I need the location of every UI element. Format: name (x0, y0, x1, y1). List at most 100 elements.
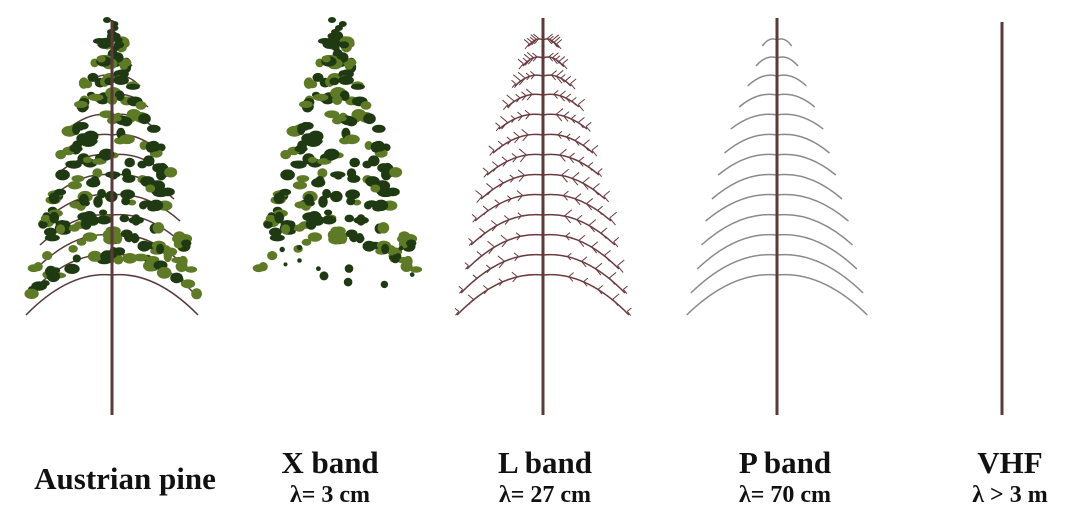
twig (495, 123, 499, 131)
needle-cluster (77, 212, 93, 221)
panel-name: Austrian pine (5, 462, 245, 496)
needle-cluster (41, 215, 51, 222)
needle-cluster (356, 235, 365, 243)
branch (712, 175, 777, 200)
twig (570, 79, 576, 89)
needle-cluster (356, 214, 365, 225)
twig (589, 220, 596, 232)
branch (697, 235, 777, 269)
needle-cluster (137, 161, 147, 169)
needle-cluster (270, 234, 285, 241)
twig (595, 263, 602, 275)
needle-cluster (69, 224, 80, 231)
needle-cluster (302, 212, 318, 221)
needle-cluster (308, 157, 317, 163)
tree-p-band (685, 0, 885, 420)
twig (524, 39, 529, 49)
needle-cluster (115, 37, 123, 43)
twig (488, 241, 495, 254)
panel-name: L band (465, 446, 625, 480)
label-l-band: L band λ= 27 cm (465, 446, 625, 510)
twig (592, 145, 598, 156)
needle-cluster (164, 167, 177, 177)
tree-austrian-pine (20, 0, 220, 420)
twig (502, 157, 507, 166)
twig (516, 94, 520, 102)
needle-cluster (88, 251, 102, 262)
twig (476, 190, 483, 202)
twig (578, 99, 584, 111)
needle-cluster (316, 176, 324, 183)
needle-cluster (410, 272, 415, 277)
needle-cluster (99, 210, 107, 216)
twig (579, 157, 584, 166)
needle-cluster (156, 244, 164, 254)
needle-cluster (305, 195, 314, 204)
branch (687, 275, 777, 315)
branch (543, 114, 587, 129)
needle-cluster (406, 240, 416, 247)
needle-cluster (97, 216, 112, 225)
twig (491, 221, 497, 231)
needle-cluster (147, 125, 161, 133)
wavelength-label: λ= 70 cm (700, 480, 870, 510)
twig (587, 198, 593, 209)
needle-cluster (297, 245, 302, 250)
needle-cluster (308, 232, 322, 242)
needle-cluster (345, 62, 354, 70)
needle-cluster (347, 175, 360, 183)
needle-cluster (363, 113, 376, 124)
needle-cluster (371, 142, 381, 153)
twig (499, 179, 504, 187)
needle-cluster (267, 251, 277, 260)
needle-cluster (113, 76, 129, 85)
branch (777, 175, 842, 200)
needle-cluster (138, 241, 151, 252)
needle-cluster (346, 197, 355, 205)
panel-name: P band (700, 446, 870, 480)
needle-cluster (389, 167, 402, 177)
needle-cluster (120, 62, 129, 70)
needle-cluster (263, 221, 272, 229)
needle-cluster (313, 73, 324, 82)
branch (507, 94, 543, 107)
needle-cluster (280, 169, 295, 180)
branch (739, 94, 777, 107)
needle-cluster (320, 271, 329, 280)
needle-cluster (297, 175, 310, 182)
tree-vhf (980, 0, 1030, 420)
branch (777, 195, 848, 221)
twig (489, 146, 494, 156)
twig (575, 136, 580, 145)
needle-cluster (322, 216, 337, 225)
needle-cluster (38, 221, 47, 229)
needle-cluster (79, 77, 89, 88)
needle-cluster (91, 176, 99, 183)
needle-cluster (131, 214, 140, 225)
twig (583, 177, 590, 189)
needle-cluster (395, 253, 401, 259)
needle-cluster (56, 224, 65, 234)
twig (566, 94, 571, 103)
branch (777, 75, 806, 86)
needle-cluster (121, 197, 130, 205)
needle-cluster (108, 116, 122, 122)
needle-cluster (153, 191, 168, 197)
branch (725, 134, 778, 153)
branch (731, 114, 777, 129)
needle-cluster (122, 175, 135, 183)
needle-cluster (74, 101, 88, 108)
needle-cluster (294, 224, 305, 231)
needle-cluster (351, 84, 365, 90)
twig (586, 122, 591, 131)
needle-cluster (331, 227, 340, 236)
needle-cluster (145, 185, 155, 193)
needle-cluster (374, 200, 388, 211)
needle-cluster (41, 280, 50, 286)
needle-cluster (72, 175, 85, 182)
needle-cluster (73, 255, 81, 263)
twig (610, 212, 617, 225)
needle-cluster (304, 77, 314, 88)
twig (571, 115, 575, 123)
needle-cluster (332, 45, 340, 51)
